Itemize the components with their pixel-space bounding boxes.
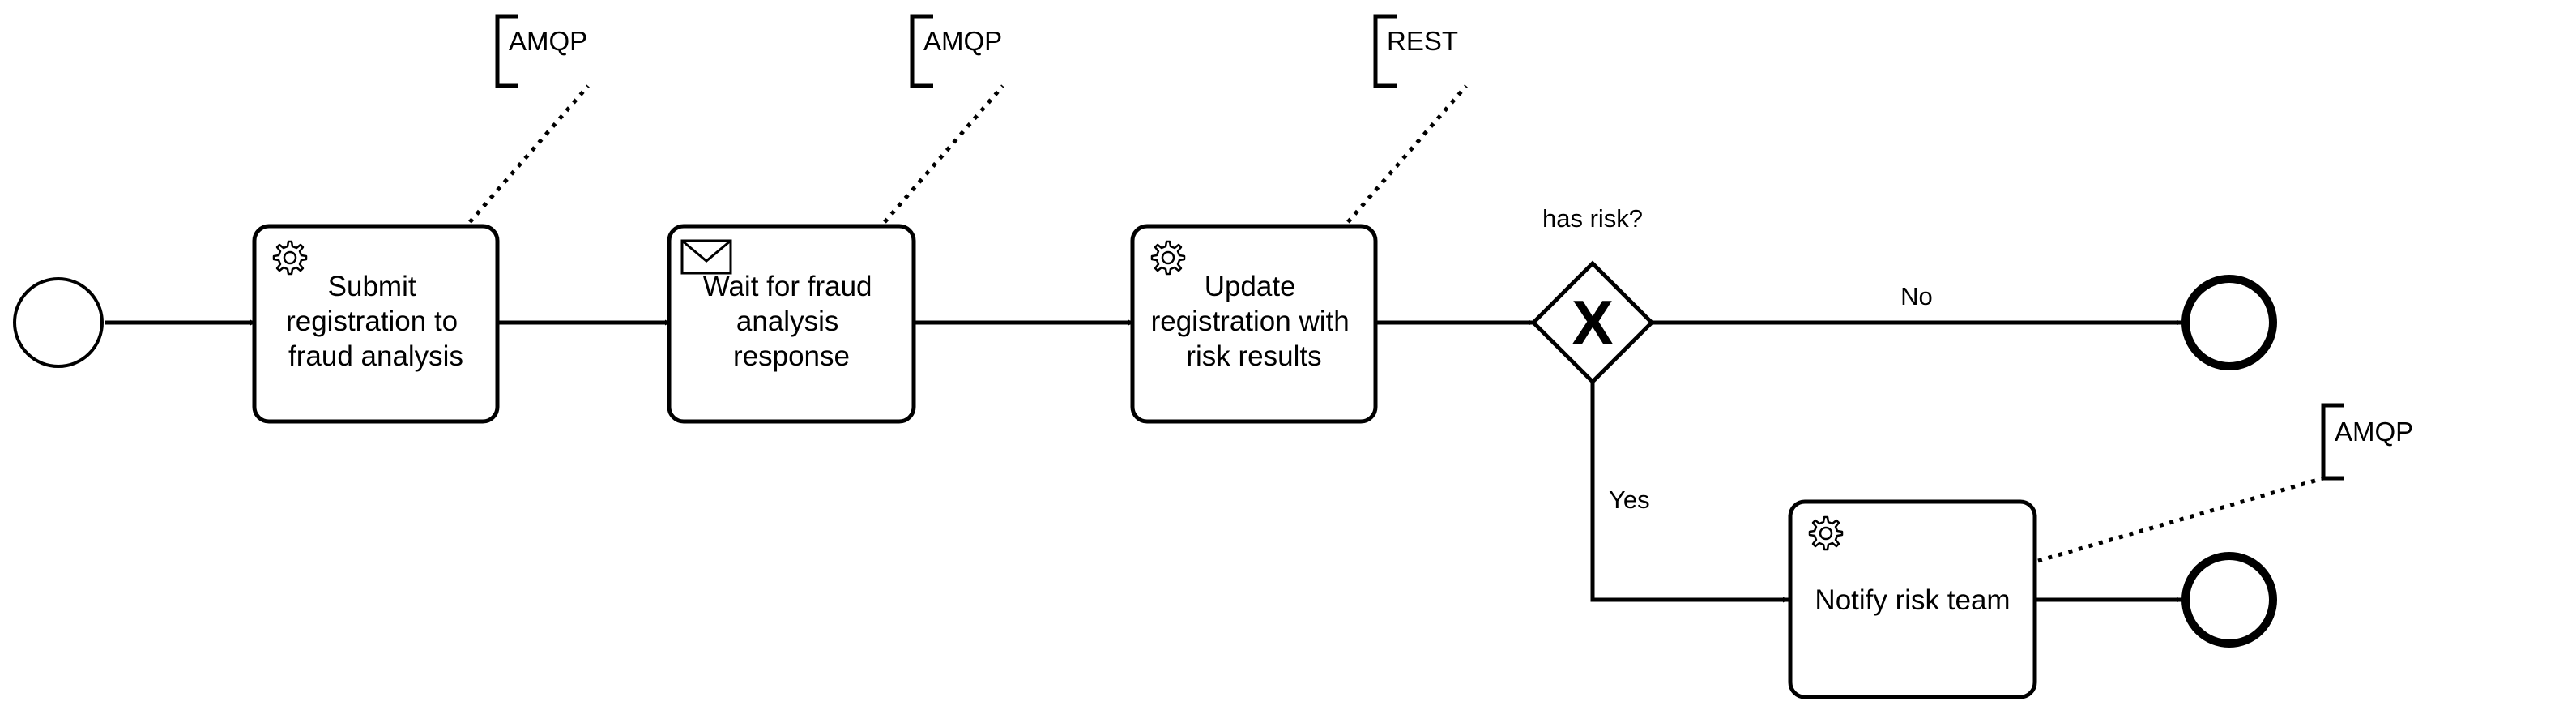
flow-yes-to-notify xyxy=(1590,381,1789,603)
annotation-notify-text: AMQP xyxy=(2335,417,2413,447)
annotation-notify[interactable]: AMQP xyxy=(2037,403,2413,563)
task-update-box[interactable] xyxy=(1130,224,1378,424)
task-notify-risk-team[interactable]: Notify risk team xyxy=(1788,499,2037,699)
annotation-bracket xyxy=(495,14,518,88)
task-notify-line-1: Notify risk team xyxy=(1815,584,2010,616)
annotation-submit-text: AMQP xyxy=(509,26,587,56)
gateway-diamond[interactable] xyxy=(1530,260,1655,385)
task-wait-line-2: analysis xyxy=(736,306,838,337)
svg-text:Notify risk team: Notify risk team xyxy=(1815,584,2010,616)
annotation-bracket xyxy=(1373,14,1397,88)
annotation-update[interactable]: REST xyxy=(1346,14,1468,224)
exclusive-gateway[interactable]: X xyxy=(1530,260,1655,385)
task-update-line-3: risk results xyxy=(1186,340,1321,372)
annotation-bracket xyxy=(2321,403,2344,481)
association-update xyxy=(1346,84,1468,224)
task-submit-registration[interactable]: Submit registration to fraud analysis xyxy=(252,224,500,424)
annotation-wait[interactable]: AMQP xyxy=(883,14,1004,224)
task-submit-line-1: Submit xyxy=(328,271,416,302)
task-wait-box[interactable] xyxy=(667,224,916,424)
annotation-update-text: REST xyxy=(1387,26,1458,56)
association-notify xyxy=(2037,476,2324,563)
task-submit-line-3: fraud analysis xyxy=(288,340,463,372)
end-event-risk-notified[interactable] xyxy=(2181,552,2277,648)
flow-yes-label: Yes xyxy=(1609,485,1650,514)
task-wait-fraud-analysis[interactable]: Wait for fraud analysis response xyxy=(667,224,916,424)
end-event-no-risk[interactable] xyxy=(2181,275,2277,370)
gear-icon xyxy=(1808,515,1844,551)
gateway-x-marker: X xyxy=(1572,287,1614,358)
annotation-bracket xyxy=(910,14,933,88)
task-update-line-2: registration with xyxy=(1151,306,1350,337)
annotation-wait-text: AMQP xyxy=(923,26,1002,56)
association-submit xyxy=(468,84,590,224)
envelope-icon xyxy=(680,239,732,275)
association-wait xyxy=(883,84,1004,224)
flow-no-label: No xyxy=(1900,282,1933,310)
svg-text:Wait for fraud analysis: Wait for fraud analysis response xyxy=(703,271,881,372)
gateway-label: has risk? xyxy=(1542,204,1643,233)
svg-text:Update registration with: Update registration with risk results xyxy=(1151,271,1358,372)
gear-icon xyxy=(272,240,308,276)
task-wait-line-3: response xyxy=(733,340,850,372)
annotation-submit[interactable]: AMQP xyxy=(468,14,590,224)
task-wait-line-1: Wait for fraud xyxy=(703,271,872,302)
task-submit-line-2: registration to xyxy=(286,306,458,337)
task-notify-box[interactable] xyxy=(1788,499,2037,699)
gear-icon xyxy=(1150,240,1186,276)
task-submit-box[interactable] xyxy=(252,224,500,424)
sequence-flows xyxy=(105,319,2182,603)
task-update-registration[interactable]: Update registration with risk results xyxy=(1130,224,1378,424)
task-update-line-1: Update xyxy=(1205,271,1296,302)
svg-text:Submit registration to: Submit registration to fraud analysis xyxy=(286,271,466,372)
start-event[interactable] xyxy=(13,277,104,368)
